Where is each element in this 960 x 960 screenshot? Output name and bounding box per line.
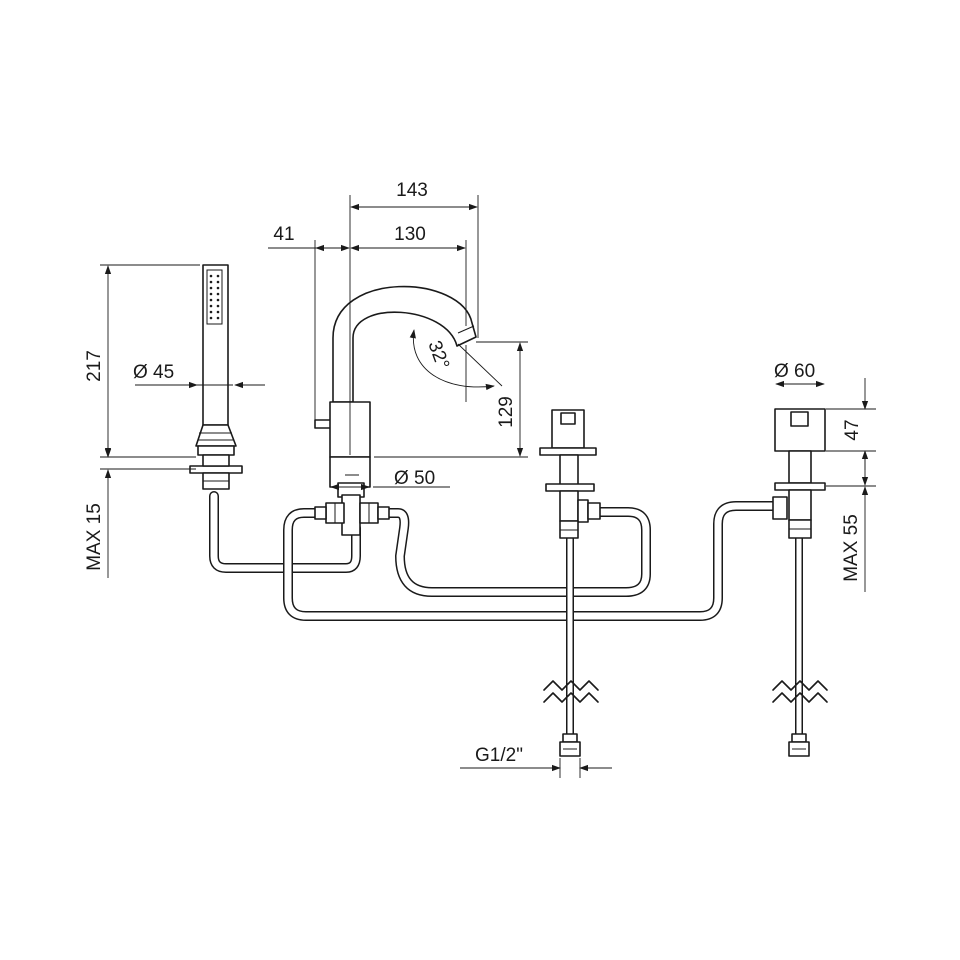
dimension-label-217: 217 — [84, 350, 105, 382]
dimension-label-diameter-60: Ø 60 — [774, 361, 815, 382]
supply-hose-middle — [559, 538, 581, 757]
dimension-spout-offset: 41 — [268, 224, 350, 420]
dimension-label-47: 47 — [842, 419, 863, 440]
mixer-lever — [314, 401, 371, 458]
dimension-hand-shower-diameter: Ø 45 — [133, 362, 265, 389]
dimension-label-diameter-50: Ø 50 — [394, 468, 435, 489]
dimension-label-32-degrees: 32° — [423, 338, 453, 372]
hand-shower-nozzles — [206, 269, 223, 325]
dimension-label-129: 129 — [496, 396, 517, 428]
dimension-label-143: 143 — [396, 180, 428, 201]
hand-shower — [189, 264, 243, 490]
dimension-spout-angle: 32° — [409, 329, 503, 402]
dimension-hand-shower-height: 217 — [84, 264, 200, 458]
mixer-body — [314, 456, 390, 536]
connecting-pipes — [209, 491, 779, 621]
supply-hose-right — [788, 538, 810, 757]
dimension-valve-deck: MAX 55 — [826, 458, 876, 592]
dimension-spout-reach: 130 — [350, 224, 467, 326]
valve-middle — [539, 409, 601, 539]
dimension-valve-diameter: Ø 60 — [774, 361, 825, 388]
dimension-spout-height: 129 — [374, 341, 528, 458]
break-symbol-right — [772, 680, 828, 703]
dimension-label-41: 41 — [273, 224, 294, 245]
dimension-spout-overall: 143 — [349, 180, 479, 455]
dimension-mixer-diameter: Ø 50 — [330, 468, 450, 491]
dimension-label-diameter-45: Ø 45 — [133, 362, 174, 383]
dimension-inlet-thread: G1/2" — [460, 745, 612, 778]
dimension-label-max-55: MAX 55 — [841, 514, 862, 582]
dimension-label-max-15: MAX 15 — [84, 503, 105, 571]
dimension-valve-height: 47 — [826, 378, 876, 470]
valve-right — [772, 408, 826, 539]
dimension-hand-shower-deck: MAX 15 — [84, 440, 196, 578]
break-symbol-middle — [543, 680, 599, 703]
dimension-label-g-half-inch: G1/2" — [475, 745, 523, 766]
dimension-label-130: 130 — [394, 224, 426, 245]
